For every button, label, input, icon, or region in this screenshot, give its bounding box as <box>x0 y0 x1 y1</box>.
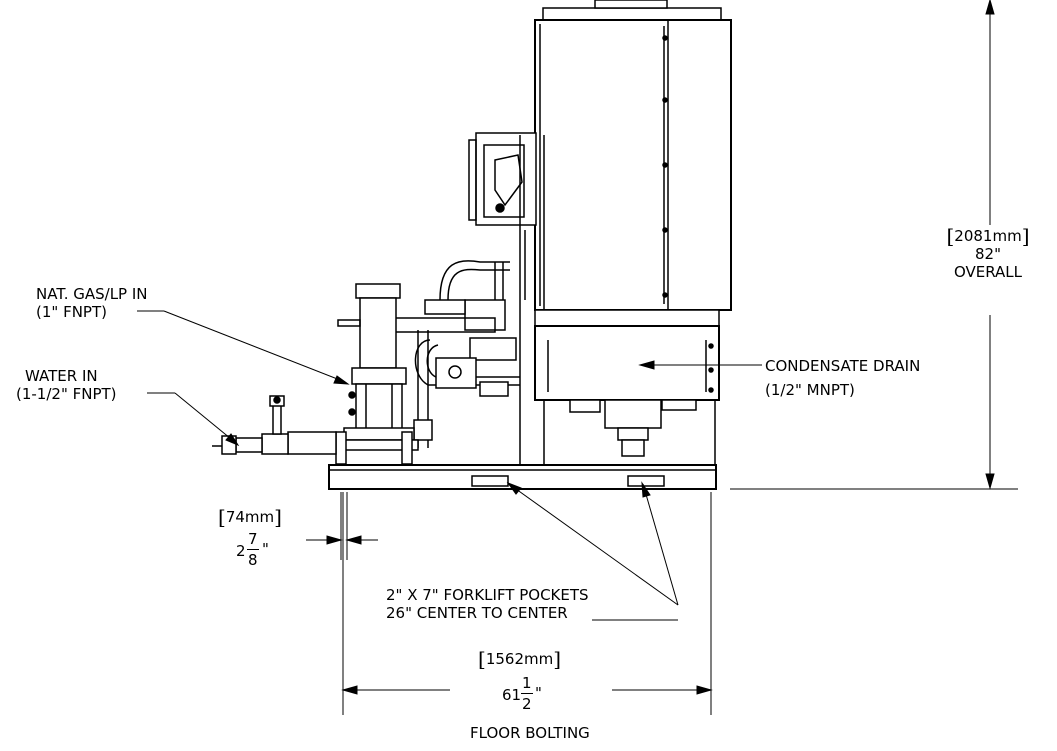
control-box <box>468 132 537 226</box>
gas-piping <box>394 230 526 448</box>
floor-bolting-label: FLOOR BOLTING <box>470 724 590 742</box>
width-dimension <box>341 492 713 715</box>
condensate-drain-label: CONDENSATE DRAIN (1/2" MNPT) <box>765 357 921 399</box>
forklift-leaders <box>506 481 679 621</box>
gas-leader <box>137 310 350 385</box>
height-dimension <box>730 0 1018 490</box>
heater-top-cap <box>542 0 722 21</box>
gas-inlet-label: NAT. GAS/LP IN (1" FNPT) <box>36 285 148 321</box>
condensate-box <box>534 309 720 401</box>
skid-base <box>328 464 717 490</box>
drain-assembly <box>569 399 697 457</box>
water-inlet-label: WATER IN (1-1/2" FNPT) <box>16 367 117 403</box>
water-pump <box>335 283 419 465</box>
condensate-leader <box>638 360 762 370</box>
overall-height-dimension: [2081mm] 82" OVERALL <box>946 224 1030 281</box>
width-imperial-dimension: 61 1 2 " <box>502 674 542 713</box>
width-metric-dimension: [1562mm] <box>478 647 562 671</box>
forklift-pockets-label: 2" X 7" FORKLIFT POCKETS 26" CENTER TO C… <box>386 586 589 622</box>
heater-cabinet <box>534 19 732 311</box>
water-leader <box>147 392 240 447</box>
water-inlet <box>212 395 337 455</box>
offset-imperial-dimension: 2 7 8 " <box>236 530 269 569</box>
offset-metric-dimension: [74mm] <box>218 505 282 529</box>
offset-dimension <box>306 492 378 560</box>
